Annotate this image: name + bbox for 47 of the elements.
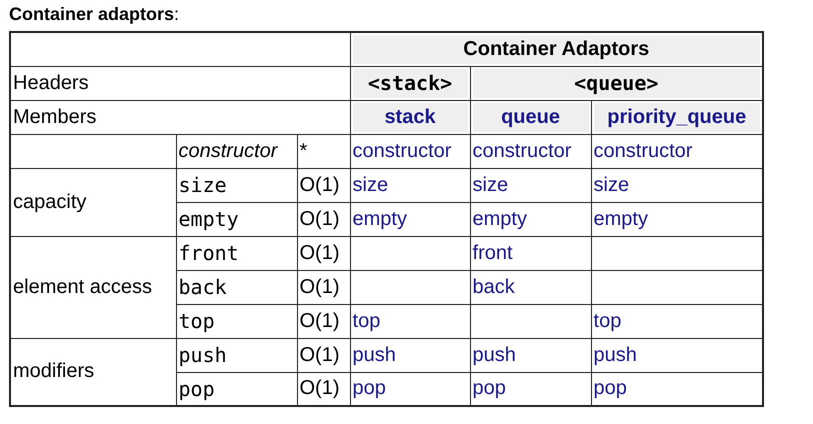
member-name: back (176, 270, 297, 304)
member-link: top (591, 304, 764, 338)
member-name: push (176, 338, 297, 372)
table-cell: O(1) (297, 304, 350, 338)
member-link: pop (350, 372, 470, 406)
header-name: <stack> (350, 66, 470, 100)
member-link: pop (591, 372, 764, 406)
member-link: size (591, 168, 764, 202)
table-cell: O(1) (297, 270, 350, 304)
table-cell: Headers (10, 66, 350, 100)
member-name: pop (176, 372, 297, 406)
member-name: top (176, 304, 297, 338)
class-link: queue (470, 100, 592, 134)
table-cell: modifiers (10, 338, 176, 406)
member-link: front (470, 236, 592, 270)
class-link: stack (350, 100, 470, 134)
table-cell: * (297, 134, 350, 168)
member-link: top (350, 304, 470, 338)
member-link: size (470, 168, 592, 202)
member-link: push (470, 338, 592, 372)
member-link: back (470, 270, 592, 304)
member-name: size (176, 168, 297, 202)
member-link: push (350, 338, 470, 372)
member-link: empty (591, 202, 764, 236)
table-cell: O(1) (297, 236, 350, 270)
member-link: push (591, 338, 764, 372)
member-link: empty (350, 202, 470, 236)
table-cell: O(1) (297, 168, 350, 202)
column-header: Container Adaptors (350, 32, 764, 66)
table-cell: capacity (10, 168, 176, 236)
table-cell: O(1) (297, 372, 350, 406)
member-link: constructor (591, 134, 764, 168)
member-link: size (350, 168, 470, 202)
member-name: front (176, 236, 297, 270)
table-title: Container adaptors: (9, 4, 180, 25)
table-cell: Members (10, 100, 350, 134)
member-name: constructor (176, 134, 297, 168)
header-name: <queue> (470, 66, 764, 100)
class-link: priority_queue (591, 100, 764, 134)
member-link: pop (470, 372, 592, 406)
table-cell: element access (10, 236, 176, 338)
member-link: constructor (470, 134, 592, 168)
table-cell: O(1) (297, 202, 350, 236)
member-name: empty (176, 202, 297, 236)
member-link: constructor (350, 134, 470, 168)
member-link: empty (470, 202, 592, 236)
table-cell: O(1) (297, 338, 350, 372)
